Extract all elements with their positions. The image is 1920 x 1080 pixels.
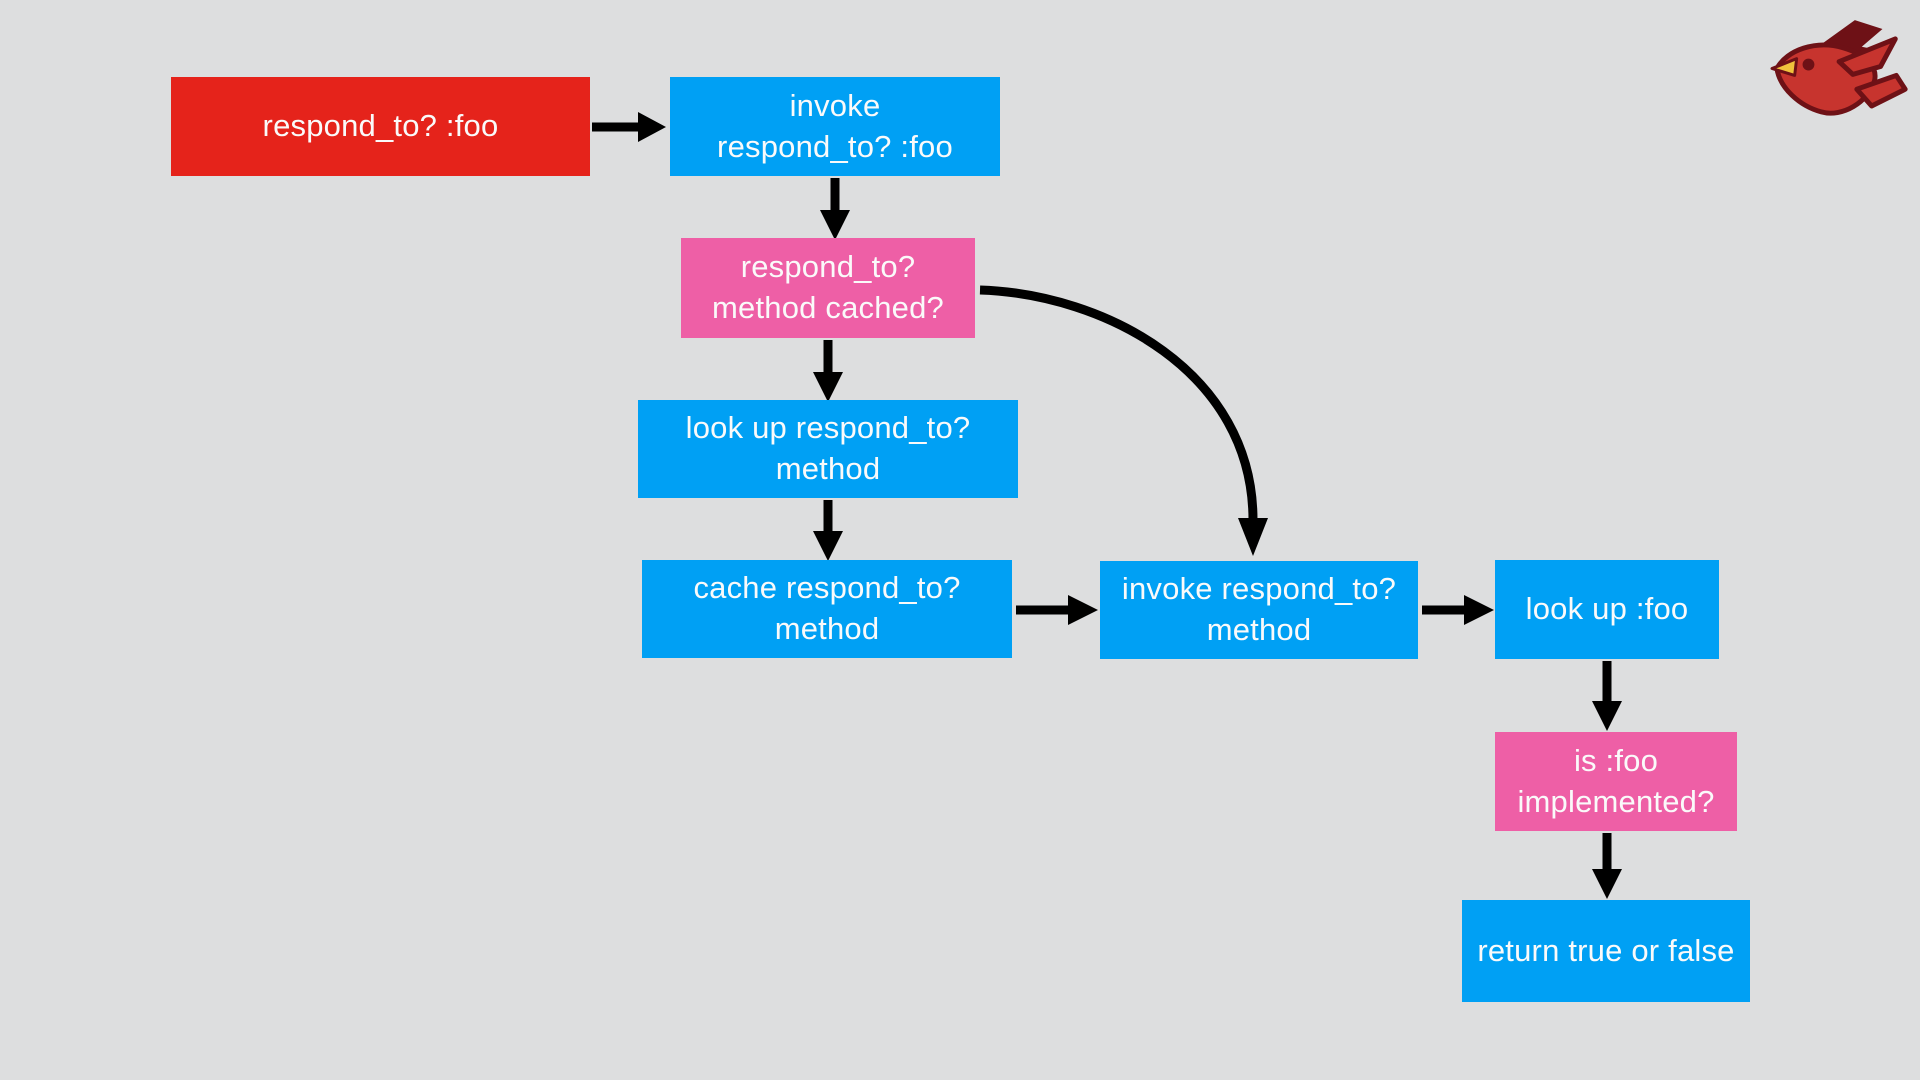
node-is-foo-implemented: is :foo implemented? <box>1495 732 1737 831</box>
arrow-invoke-to-cached-icon <box>820 178 850 240</box>
arrow-invoke-method-to-lookup-foo-icon <box>1422 595 1494 625</box>
arrow-cached-to-lookup-icon <box>813 340 843 402</box>
arrow-lookup-foo-to-implemented-icon <box>1592 661 1622 731</box>
arrow-cache-to-invoke-method-icon <box>1016 595 1098 625</box>
node-invoke-respond-to-foo: invoke respond_to? :foo <box>670 77 1000 176</box>
red-bird-icon <box>1770 20 1908 116</box>
node-respond-to-foo: respond_to? :foo <box>171 77 590 176</box>
node-return-true-or-false: return true or false <box>1462 900 1750 1002</box>
node-respond-to-method-cached: respond_to? method cached? <box>681 238 975 338</box>
node-look-up-foo: look up :foo <box>1495 560 1719 659</box>
arrow-cached-to-invoke-method-curve-icon <box>979 285 1268 556</box>
node-invoke-respond-to-method: invoke respond_to? method <box>1100 561 1418 659</box>
arrow-lookup-to-cache-icon <box>813 500 843 561</box>
node-cache-respond-to-method: cache respond_to? method <box>642 560 1012 658</box>
node-look-up-respond-to-method: look up respond_to? method <box>638 400 1018 498</box>
arrow-implemented-to-return-icon <box>1592 833 1622 899</box>
arrow-start-to-invoke-icon <box>592 112 666 142</box>
